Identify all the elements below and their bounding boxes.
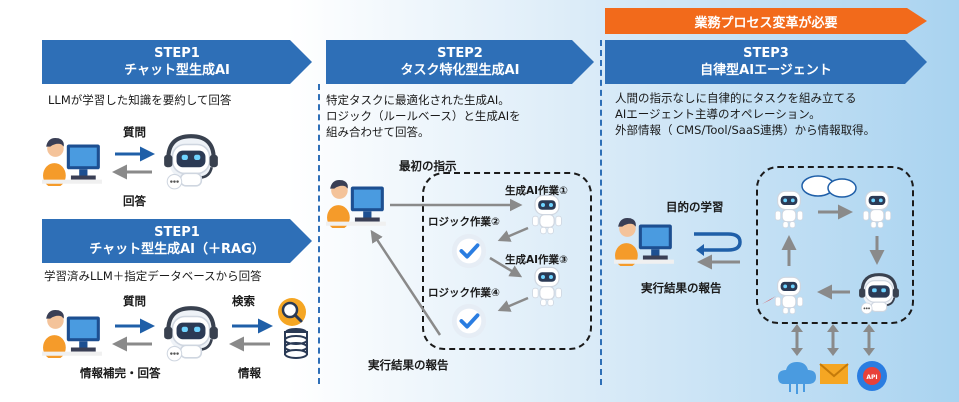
person-at-computer-icon — [614, 217, 674, 266]
banner-text: 業務プロセス変革が必要 — [694, 15, 838, 31]
task-arrow-2-3 — [489, 256, 523, 278]
step1-label: STEP1 — [154, 46, 200, 61]
robot-headset-icon — [857, 273, 901, 316]
check-badge-icon — [450, 302, 488, 340]
step1-rag-info-label: 情報 — [238, 366, 261, 380]
step2-description-line3: 組み合わせて回答。 — [326, 125, 430, 139]
step3-header: STEP3 自律型AIエージェント — [605, 40, 927, 84]
step2-logic-task4-label: ロジック作業④ — [428, 287, 500, 299]
database-icon — [284, 328, 308, 359]
step3-goal-label: 目的の学習 — [666, 200, 724, 214]
gear-api-icon: API — [857, 361, 887, 391]
step2-description-line1: 特定タスクに最適化された生成AI。 — [326, 93, 510, 107]
step2-header: STEP2 タスク特化型生成AI — [326, 40, 594, 84]
step1-rag-label: STEP1 — [154, 225, 200, 240]
robot-icon — [531, 194, 563, 235]
loop-arrow-icon — [694, 232, 742, 256]
step1-answer-label: 回答 — [123, 194, 146, 208]
step2-task-flow-box — [422, 172, 592, 350]
chat-bubbles-icon — [801, 175, 857, 198]
step3-title: 自律型AIエージェント — [700, 63, 832, 78]
robot-headset-icon — [164, 136, 218, 189]
step1-rag-question-label: 質問 — [123, 294, 146, 308]
magnifier-icon — [278, 298, 306, 326]
divider-step1-step2 — [318, 84, 320, 384]
step1-rag-header: STEP1 チャット型生成AI（＋RAG） — [42, 219, 312, 263]
robot-headset-icon — [164, 308, 218, 361]
step3-label: STEP3 — [743, 46, 789, 61]
step1-rag-supplement-label: 情報補完・回答 — [80, 366, 161, 380]
step1-title: チャット型生成AI — [124, 63, 230, 78]
task-arrow-3-4 — [497, 296, 529, 312]
step1-header: STEP1 チャット型生成AI — [42, 40, 312, 84]
api-text: API — [866, 374, 877, 381]
banner-process-change: 業務プロセス変革が必要 — [605, 8, 927, 34]
step1-description: LLMが学習した知識を要約して回答 — [48, 93, 232, 107]
step2-ai-task1-label: 生成AI作業① — [505, 185, 568, 197]
step3-description-line2: AIエージェント主導のオペレーション。 — [615, 107, 821, 121]
robot-icon — [774, 276, 804, 315]
person-at-computer-icon — [42, 309, 102, 358]
step1-rag-search-label: 検索 — [232, 294, 255, 308]
step3-description-line3: 外部情報（ CMS/Tool/SaaS連携）から情報取得。 — [615, 123, 876, 137]
cape-accent — [762, 296, 776, 304]
mail-icon — [819, 363, 849, 384]
task-arrow-1-2 — [497, 226, 529, 242]
step2-logic-task2-label: ロジック作業② — [428, 216, 500, 228]
person-at-computer-icon — [326, 179, 386, 228]
report-arrow — [370, 229, 442, 336]
step1-rag-title: チャット型生成AI（＋RAG） — [89, 242, 265, 257]
step3-report-label: 実行結果の報告 — [641, 281, 722, 295]
step3-description-line1: 人間の指示なしに自律的にタスクを組み立てる — [615, 91, 857, 105]
robot-icon — [531, 266, 563, 307]
step2-description-line2: ロジック（ルールベース）と生成AIを — [326, 109, 521, 123]
person-at-computer-icon — [42, 137, 102, 186]
cloud-icon — [778, 362, 816, 394]
step2-first-instruction-label: 最初の指示 — [399, 159, 457, 173]
step2-ai-task3-label: 生成AI作業③ — [505, 254, 568, 266]
step3-agent-loop-box — [756, 166, 914, 324]
step2-title: タスク特化型生成AI — [400, 63, 520, 78]
robot-icon — [774, 190, 804, 229]
step2-report-label: 実行結果の報告 — [368, 358, 449, 372]
step1-rag-description: 学習済みLLM＋指定データベースから回答 — [44, 269, 262, 283]
step2-label: STEP2 — [437, 46, 483, 61]
check-badge-icon — [450, 232, 488, 270]
robot-icon — [862, 190, 892, 229]
step1-question-label: 質問 — [123, 125, 146, 139]
divider-step2-step3 — [600, 40, 602, 385]
